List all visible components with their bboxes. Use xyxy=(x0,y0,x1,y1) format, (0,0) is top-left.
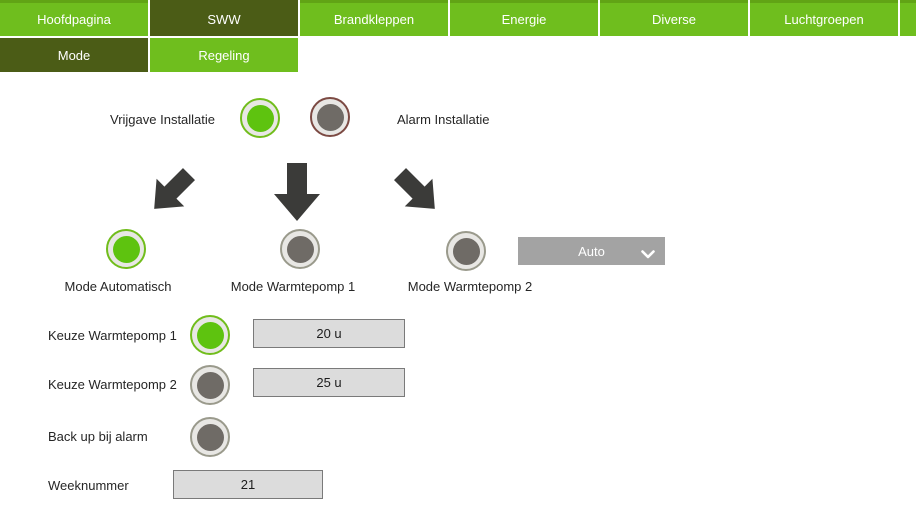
nav-filler xyxy=(900,0,916,36)
mode-warmtepomp1-led-core xyxy=(286,235,314,263)
mode-warmtepomp2-label: Mode Warmtepomp 2 xyxy=(407,279,533,294)
vrijgave-installatie-label: Vrijgave Installatie xyxy=(110,112,216,127)
chevron-down-icon xyxy=(641,247,655,262)
mode-warmtepomp1-indicator xyxy=(280,229,320,269)
weeknummer-label: Weeknummer xyxy=(48,478,129,493)
mode-select-value: Auto xyxy=(578,243,605,259)
weeknummer-field[interactable]: 21 xyxy=(173,470,323,499)
secondary-nav: Mode Regeling xyxy=(0,38,298,72)
keuze-warmtepomp2-indicator[interactable] xyxy=(190,365,230,405)
keuze-warmtepomp1-field[interactable]: 20 u xyxy=(253,319,405,348)
vrijgave-led-core xyxy=(246,104,274,132)
keuze-warmtepomp2-led-core xyxy=(196,371,224,399)
keuze-warmtepomp2-field[interactable]: 25 u xyxy=(253,368,405,397)
tab-regeling[interactable]: Regeling xyxy=(150,38,298,72)
tab-mode[interactable]: Mode xyxy=(0,38,148,72)
tab-energie[interactable]: Energie xyxy=(450,0,598,36)
arrow-down-right-icon xyxy=(382,156,454,228)
arrow-down-left-icon xyxy=(135,156,207,228)
keuze-warmtepomp2-label: Keuze Warmtepomp 2 xyxy=(48,377,177,392)
alarm-installatie-label: Alarm Installatie xyxy=(397,112,490,127)
keuze-warmtepomp1-led-core xyxy=(196,321,224,349)
keuze-warmtepomp1-indicator[interactable] xyxy=(190,315,230,355)
alarm-installatie-indicator xyxy=(310,97,350,137)
tab-brandkleppen[interactable]: Brandkleppen xyxy=(300,0,448,36)
primary-nav: Hoofdpagina SWW Brandkleppen Energie Div… xyxy=(0,0,916,36)
mode-automatisch-led-core xyxy=(112,235,140,263)
tab-luchtgroepen[interactable]: Luchtgroepen xyxy=(750,0,898,36)
mode-warmtepomp1-label: Mode Warmtepomp 1 xyxy=(230,279,356,294)
alarm-led-core xyxy=(316,103,344,131)
mode-warmtepomp2-led-core xyxy=(452,237,480,265)
vrijgave-installatie-indicator[interactable] xyxy=(240,98,280,138)
tab-diverse[interactable]: Diverse xyxy=(600,0,748,36)
backup-bij-alarm-label: Back up bij alarm xyxy=(48,429,148,444)
arrow-down-icon xyxy=(267,163,327,223)
backup-led-core xyxy=(196,423,224,451)
mode-select-dropdown[interactable]: Auto xyxy=(518,237,665,265)
mode-automatisch-label: Mode Automatisch xyxy=(64,279,172,294)
mode-automatisch-indicator xyxy=(106,229,146,269)
backup-bij-alarm-indicator[interactable] xyxy=(190,417,230,457)
tab-sww[interactable]: SWW xyxy=(150,0,298,36)
mode-warmtepomp2-indicator xyxy=(446,231,486,271)
tab-hoofdpagina[interactable]: Hoofdpagina xyxy=(0,0,148,36)
keuze-warmtepomp1-label: Keuze Warmtepomp 1 xyxy=(48,328,177,343)
